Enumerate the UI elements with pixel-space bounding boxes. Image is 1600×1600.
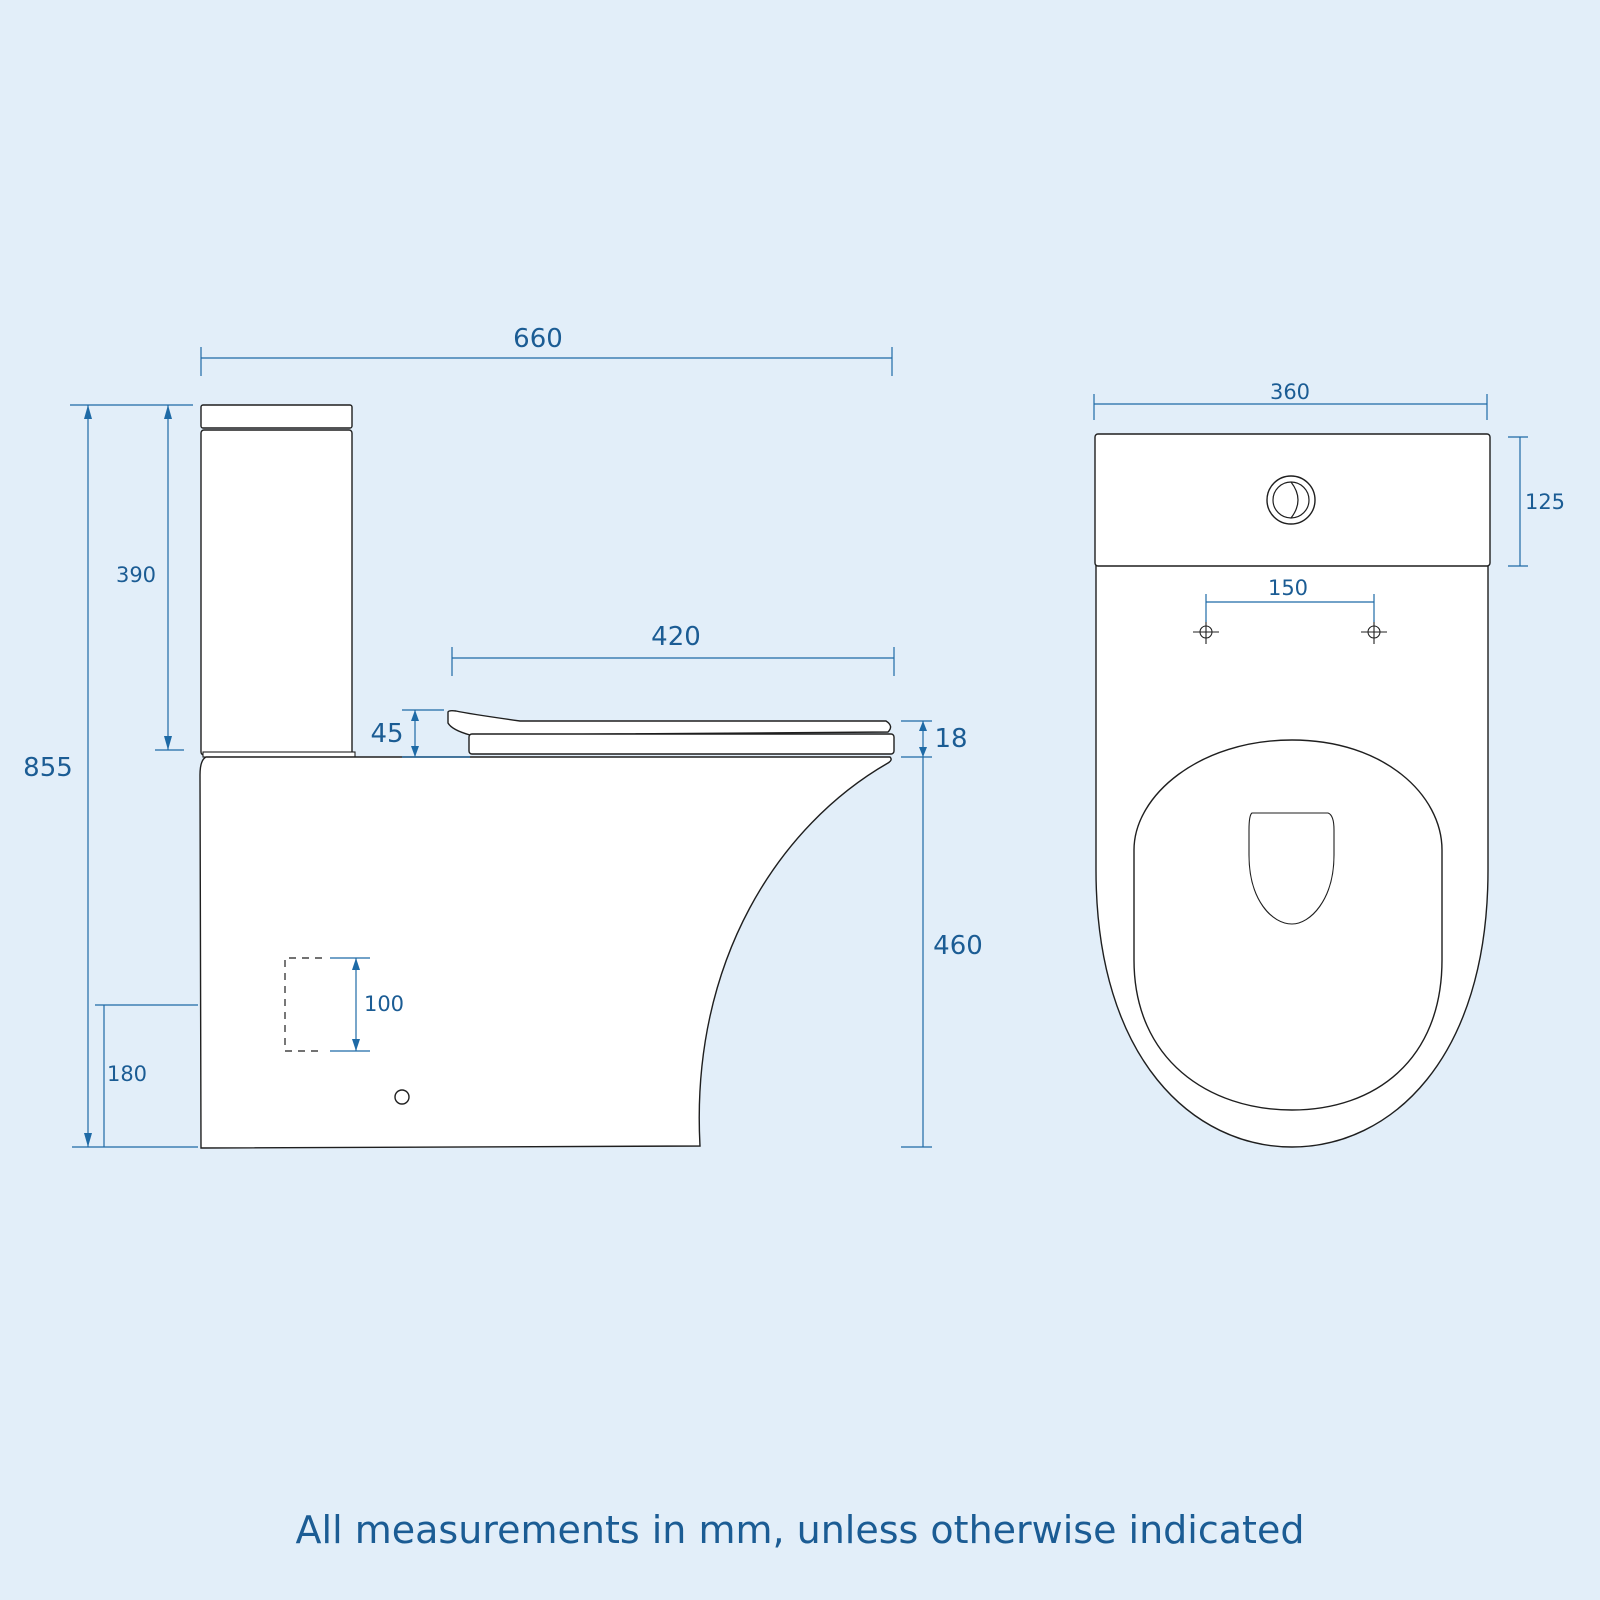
dim-label-460: 460 [933,931,983,961]
dimension-overall-height [70,404,198,1148]
dimension-inlet-size [330,957,370,1052]
dim-label-360: 360 [1270,380,1310,404]
dim-label-420: 420 [651,622,701,652]
dim-label-125: 125 [1525,490,1565,514]
inlet-dashed-outline [284,957,322,1052]
dimension-waste-height [95,1004,198,1147]
dim-label-45: 45 [370,719,403,749]
dimension-seat-gap [402,709,470,758]
cistern-body [200,429,353,756]
top-view [1094,433,1491,1148]
seat-top-outline [1133,739,1443,1111]
dim-label-150: 150 [1268,576,1308,600]
waste-hole [394,1089,410,1105]
dimension-seat-depth [451,647,895,676]
dim-label-390: 390 [116,563,156,587]
cistern-base [202,751,356,758]
flush-button-icon [1266,475,1316,525]
dim-label-660: 660 [513,324,563,354]
dimension-cistern-height [155,405,184,751]
fixing-hole-left-icon [1193,620,1219,644]
dimension-overall-length [200,347,893,376]
seat-lid [447,709,892,736]
dimension-seat-height [901,757,932,1148]
dimension-overall-width [1093,394,1488,420]
dim-label-100: 100 [364,992,404,1016]
dimension-cistern-depth [1508,436,1528,567]
side-view [199,404,895,1149]
dim-label-855: 855 [23,753,73,783]
cistern-lid [200,404,353,429]
seat-ring [468,733,895,755]
dim-label-18: 18 [934,724,967,754]
measurement-note: All measurements in mm, unless otherwise… [295,1508,1305,1552]
fixing-hole-right-icon [1361,620,1387,644]
bowl-opening [1248,812,1335,925]
dim-label-180: 180 [107,1062,147,1086]
dimension-seat-thickness [901,720,932,758]
dimension-fixing-centres [1205,594,1375,622]
pan-body [199,756,892,1149]
